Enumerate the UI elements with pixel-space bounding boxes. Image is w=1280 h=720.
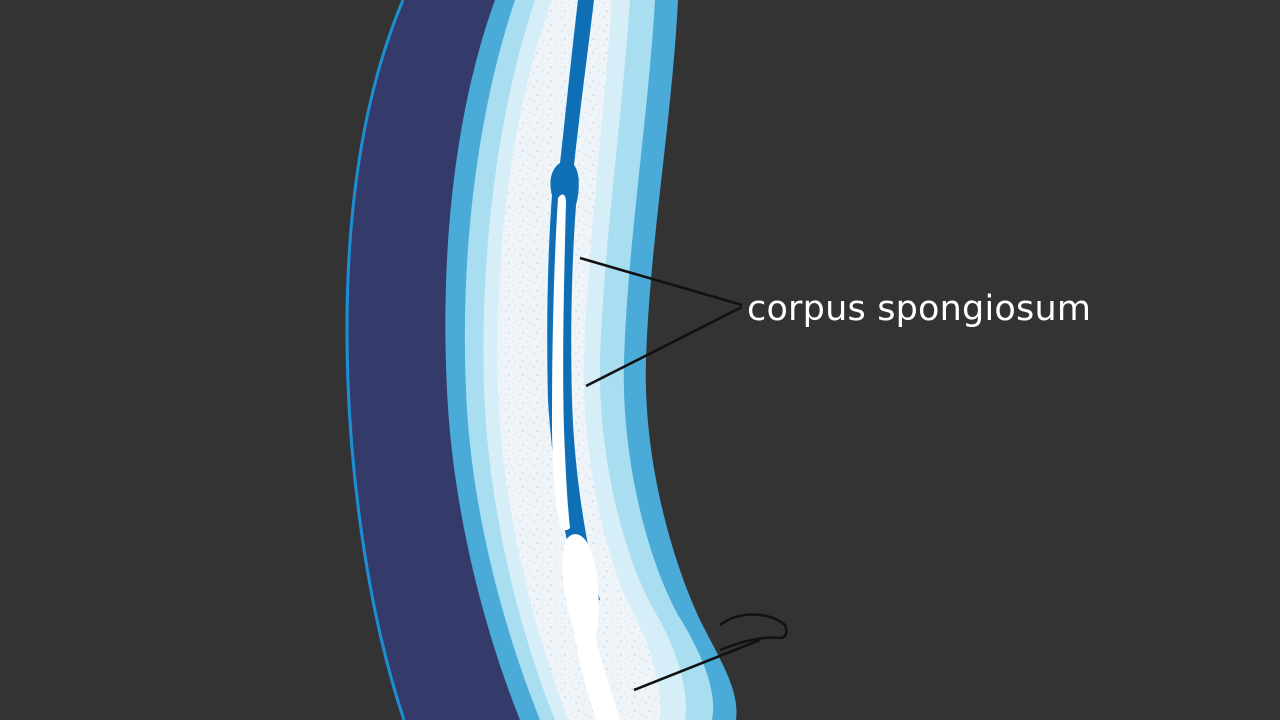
- leader-line-bottom: [633, 638, 761, 692]
- hair-strand-icon: [719, 613, 788, 652]
- leader-line-upper: [579, 256, 743, 307]
- outer-rim-line: [345, 0, 406, 720]
- urethral-lumen: [552, 194, 570, 531]
- leader-line-lower: [585, 305, 743, 388]
- spongy-tissue-texture: [497, 0, 661, 720]
- outer-tissue-layer: [345, 0, 525, 720]
- corpus-spongiosum-label: corpus spongiosum: [747, 289, 1091, 329]
- navicular-fossa: [562, 534, 620, 720]
